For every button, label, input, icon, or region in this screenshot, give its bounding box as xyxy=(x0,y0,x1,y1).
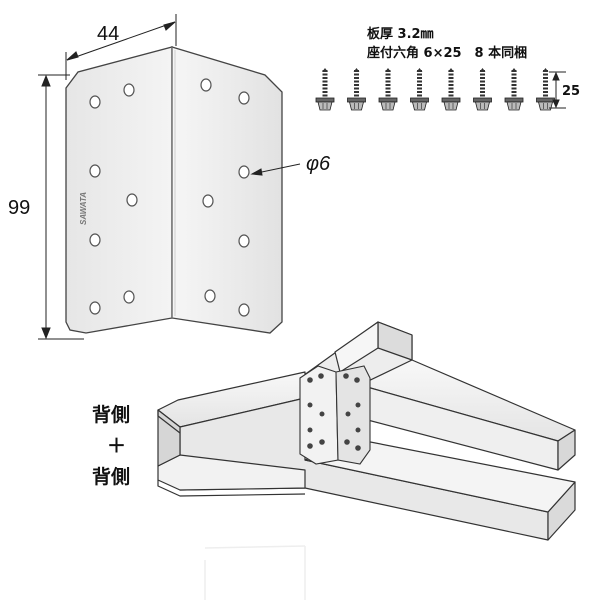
label-plus: ＋ xyxy=(107,435,126,457)
hole-diameter-label: φ6 xyxy=(306,153,331,175)
screw-length-label: 25 xyxy=(562,84,580,99)
brand-label: SAWATA xyxy=(79,192,88,225)
screw-length-dimension xyxy=(549,71,566,109)
screw-icon xyxy=(473,68,492,111)
screw-icon xyxy=(410,68,429,111)
screw-icon xyxy=(315,68,335,111)
label-back-side-top: 背側 xyxy=(92,403,130,426)
bracket-plate: SAWATA xyxy=(65,46,283,334)
screw-info-text: 座付六角 6×25 8 本同梱 xyxy=(366,45,527,61)
ghost-guides xyxy=(204,545,306,600)
screw-icon xyxy=(378,68,398,111)
thickness-text: 板厚 3.2㎜ xyxy=(367,26,434,42)
screw-icon xyxy=(441,68,461,111)
dimension-height-label: 99 xyxy=(8,197,30,219)
hole-leader xyxy=(250,163,301,176)
dimension-width-label: 44 xyxy=(97,23,119,45)
dimension-height xyxy=(38,74,84,340)
screw-group xyxy=(315,68,555,111)
assembly-illustration xyxy=(157,321,576,541)
screw-icon xyxy=(536,68,555,111)
assembly-bracket xyxy=(299,365,371,465)
screw-icon xyxy=(347,68,366,111)
label-back-side-bottom: 背側 xyxy=(92,465,130,488)
screw-icon xyxy=(504,68,524,111)
bracket-holes xyxy=(89,78,250,317)
